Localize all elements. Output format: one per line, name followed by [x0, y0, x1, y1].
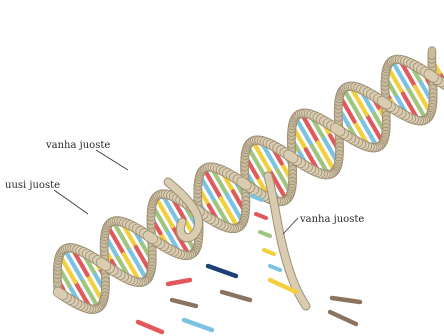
free-nucleotide	[208, 266, 236, 276]
backbone-segment	[148, 236, 153, 239]
free-nucleotide	[330, 312, 356, 324]
label-new-strand: uusi juoste	[5, 180, 60, 191]
exposed-base	[256, 214, 266, 218]
free-nucleotide	[332, 298, 360, 302]
backbone-segment	[242, 182, 247, 185]
backbone-segment	[335, 128, 340, 131]
leader-old-strand-top	[96, 150, 128, 170]
free-nucleotide	[138, 322, 162, 332]
exposed-base	[270, 266, 280, 270]
free-nucleotide	[168, 280, 190, 284]
leader-old-strand-right	[283, 218, 298, 234]
label-old-strand-top: vanha juoste	[45, 140, 110, 151]
label-old-strand-right: vanha juoste	[299, 214, 364, 225]
backbone-segment	[288, 155, 293, 158]
exposed-base	[260, 232, 270, 236]
backbone-segment	[58, 292, 63, 295]
free-nucleotide	[172, 300, 196, 306]
backbone-segment	[101, 263, 106, 266]
free-nucleotide	[184, 320, 212, 330]
backbone-segment	[429, 74, 434, 77]
leader-new-strand	[54, 190, 88, 214]
exposed-base	[264, 250, 274, 254]
backbone-segment	[382, 101, 387, 104]
free-nucleotides	[138, 266, 360, 332]
free-nucleotide	[222, 292, 250, 300]
